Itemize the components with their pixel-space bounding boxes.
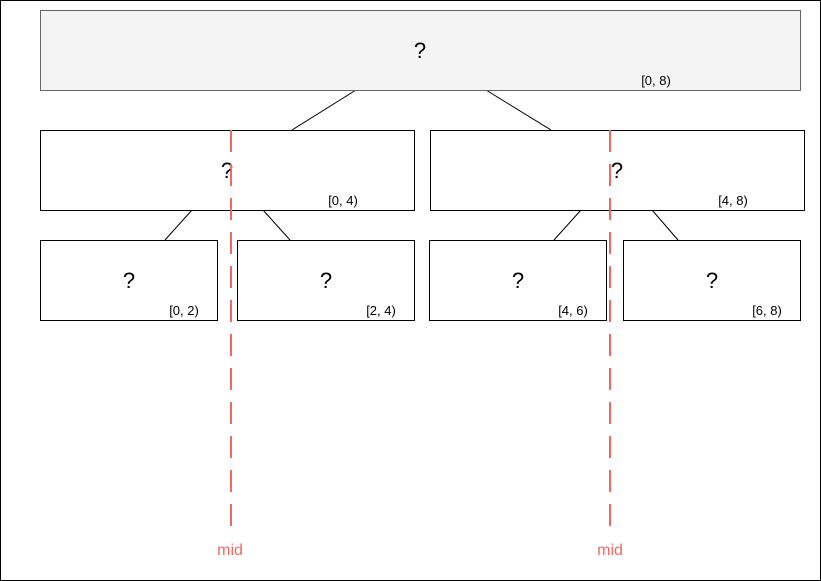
- node-leaf-6-8-box: [623, 240, 801, 321]
- edge-right-leaf-4-6: [553, 209, 582, 241]
- node-root-box: [40, 10, 801, 91]
- left-mid-label: mid: [217, 542, 243, 559]
- node-leaf-4-6-value: ?: [512, 268, 524, 293]
- node-left: ? [0, 4): [40, 130, 415, 211]
- node-left-box: [40, 130, 415, 211]
- edge-left-leaf-2-4: [262, 209, 291, 241]
- node-right-box: [430, 130, 805, 211]
- node-leaf-2-4: ? [2, 4): [237, 240, 415, 321]
- edge-left-leaf-0-2: [164, 209, 193, 241]
- node-leaf-0-2-value: ?: [123, 268, 135, 293]
- node-leaf-2-4-box: [237, 240, 415, 321]
- node-leaf-2-4-value: ?: [320, 268, 332, 293]
- node-leaf-2-4-range: [2, 4): [366, 303, 396, 318]
- node-left-range: [0, 4): [328, 193, 358, 208]
- node-leaf-4-6-range: [4, 6): [558, 303, 588, 318]
- node-leaf-4-6: ? [4, 6): [429, 240, 607, 321]
- edge-right-leaf-6-8: [651, 209, 679, 241]
- node-leaf-0-2-box: [40, 240, 218, 321]
- node-leaf-6-8: ? [6, 8): [623, 240, 801, 321]
- node-root-value: ?: [414, 38, 426, 63]
- right-mid-label: mid: [597, 542, 623, 559]
- node-right-value: ?: [611, 158, 623, 183]
- node-right-range: [4, 8): [718, 193, 748, 208]
- node-leaf-0-2-range: [0, 2): [169, 303, 199, 318]
- node-right: ? [4, 8): [430, 130, 805, 211]
- node-root: ? [0, 8): [40, 10, 801, 91]
- edge-root-right: [485, 89, 552, 131]
- node-leaf-6-8-range: [6, 8): [752, 303, 782, 318]
- node-leaf-0-2: ? [0, 2): [40, 240, 218, 321]
- node-leaf-6-8-value: ?: [706, 268, 718, 293]
- node-leaf-4-6-box: [429, 240, 607, 321]
- edge-root-left: [291, 89, 357, 131]
- node-root-range: [0, 8): [641, 73, 671, 88]
